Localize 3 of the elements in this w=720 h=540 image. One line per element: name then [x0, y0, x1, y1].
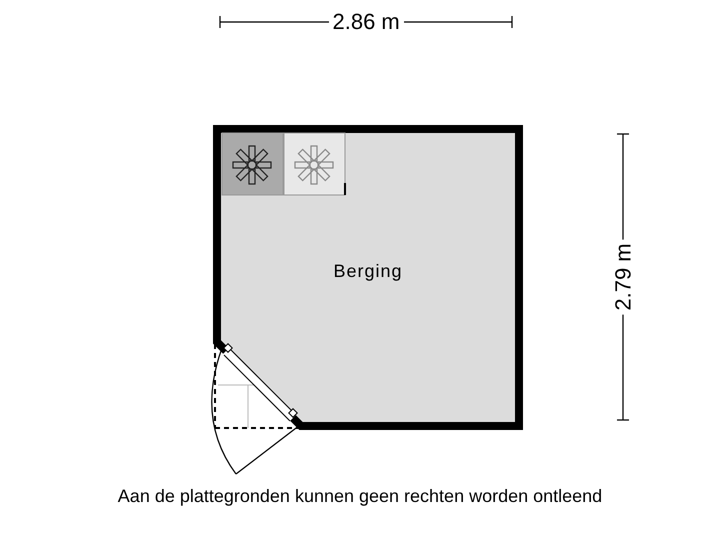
room-label: Berging	[332, 261, 404, 282]
room	[213, 125, 523, 430]
disclaimer-text: Aan de plattegronden kunnen geen rechten worden ontleend	[116, 486, 604, 507]
